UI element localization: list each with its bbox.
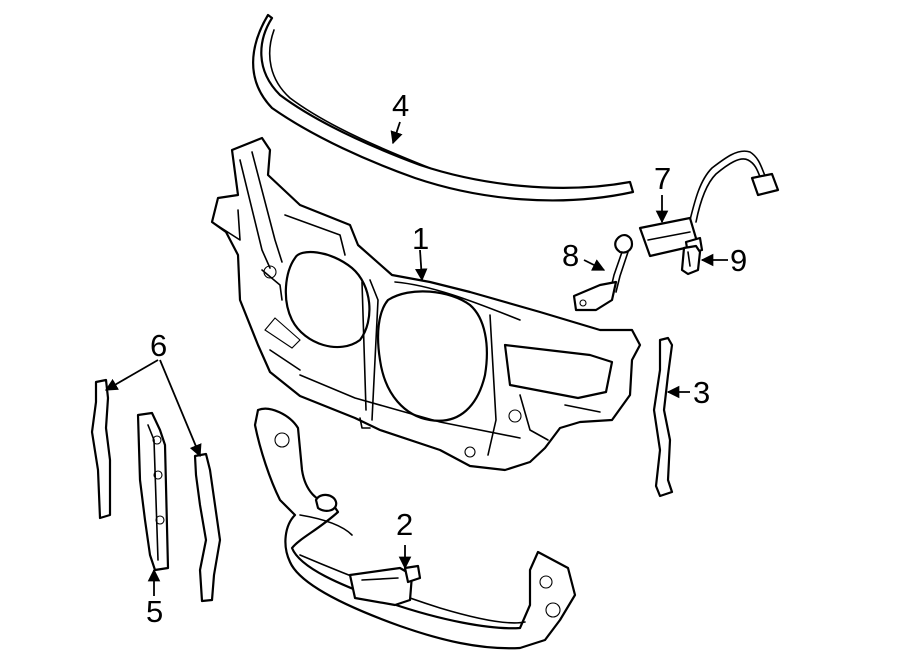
callout-7: 7 xyxy=(654,161,671,196)
right-side-seal xyxy=(652,336,674,498)
retaining-clip xyxy=(680,244,702,276)
latch-bracket xyxy=(572,234,634,312)
radiator-support-panel xyxy=(210,136,642,472)
lower-tie-bar xyxy=(253,407,577,650)
callout-8: 8 xyxy=(562,238,579,273)
upper-seal-strip xyxy=(252,13,635,202)
callout-4: 4 xyxy=(392,88,409,123)
callout-9: 9 xyxy=(730,243,747,278)
callout-1: 1 xyxy=(412,221,429,256)
center-bracket xyxy=(136,411,170,572)
side-seal-left xyxy=(90,378,112,520)
callout-5: 5 xyxy=(146,594,163,629)
side-seal-right xyxy=(193,452,222,603)
leader-lines xyxy=(104,121,728,596)
callout-labels: 1 2 3 4 5 6 7 8 9 xyxy=(146,88,747,629)
callout-2: 2 xyxy=(396,507,413,542)
callout-3: 3 xyxy=(693,375,710,410)
callout-6: 6 xyxy=(150,328,167,363)
